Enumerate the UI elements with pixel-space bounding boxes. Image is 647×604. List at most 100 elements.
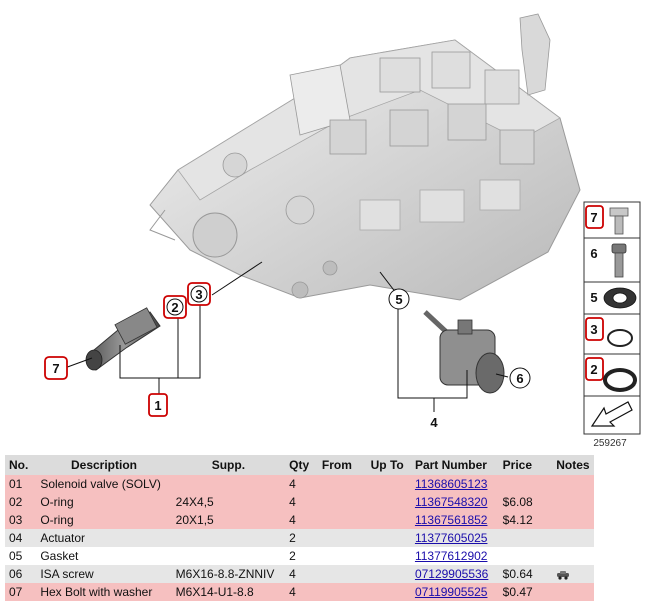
figure-number: 259267 bbox=[593, 438, 627, 449]
cell-description: Gasket bbox=[36, 547, 172, 565]
part-number-link[interactable]: 11377605025 bbox=[414, 531, 488, 545]
callout-4[interactable]: 4 bbox=[430, 415, 438, 430]
gasket-icon bbox=[603, 287, 637, 309]
cell-qty: 2 bbox=[285, 547, 318, 565]
cell-supp: 24X4,5 bbox=[171, 493, 286, 511]
svg-text:7: 7 bbox=[590, 210, 597, 225]
solenoid-valve-illustration bbox=[85, 307, 161, 371]
part-number-link[interactable]: 07119905525 bbox=[414, 585, 488, 599]
cell-qty: 4 bbox=[285, 511, 318, 529]
svg-text:5: 5 bbox=[590, 290, 597, 305]
cell-price bbox=[498, 529, 553, 547]
cell-from bbox=[317, 475, 367, 493]
cell-notes bbox=[552, 493, 594, 511]
cell-upto bbox=[366, 547, 411, 565]
part-number-link[interactable]: 11368605123 bbox=[414, 477, 488, 491]
cell-supp bbox=[171, 475, 286, 493]
cell-part-number: 11377612902 bbox=[410, 547, 499, 565]
part-number-link[interactable]: 07129905536 bbox=[414, 567, 489, 581]
callout-7[interactable]: 7 bbox=[44, 356, 68, 380]
legend-item-7[interactable]: 7 bbox=[585, 205, 629, 235]
cell-notes bbox=[552, 565, 594, 583]
cell-upto bbox=[366, 529, 411, 547]
cell-upto bbox=[366, 511, 411, 529]
svg-text:1: 1 bbox=[154, 398, 161, 413]
cell-qty: 4 bbox=[285, 583, 318, 601]
cell-no: 05 bbox=[5, 547, 37, 565]
col-part-number: Part Number bbox=[410, 455, 499, 475]
cell-no: 04 bbox=[5, 529, 37, 547]
svg-text:7: 7 bbox=[52, 361, 59, 376]
cell-part-number: 11368605123 bbox=[410, 475, 499, 493]
cell-supp: M6X14-U1-8.8 bbox=[171, 583, 286, 601]
cell-supp bbox=[171, 547, 286, 565]
cell-description: O-ring bbox=[36, 493, 172, 511]
col-description: Description bbox=[36, 455, 172, 475]
svg-text:6: 6 bbox=[590, 246, 597, 261]
svg-text:6: 6 bbox=[516, 371, 523, 386]
cell-part-number: 07119905525 bbox=[410, 583, 499, 601]
svg-text:2: 2 bbox=[171, 300, 178, 315]
actuator-illustration bbox=[423, 310, 505, 394]
part-number-link[interactable]: 11367548320 bbox=[414, 495, 488, 509]
cell-supp: 20X1,5 bbox=[171, 511, 286, 529]
cell-no: 02 bbox=[5, 493, 37, 511]
cell-part-number: 07129905536 bbox=[410, 565, 499, 583]
cell-notes bbox=[552, 583, 594, 601]
col-notes: Notes bbox=[552, 455, 594, 475]
cell-upto bbox=[366, 475, 411, 493]
cell-upto bbox=[366, 583, 411, 601]
cell-from bbox=[317, 565, 367, 583]
part-number-link[interactable]: 11367561852 bbox=[414, 513, 488, 527]
cell-from bbox=[317, 547, 367, 565]
legend-item-2[interactable]: 2 bbox=[585, 357, 637, 392]
cell-upto bbox=[366, 565, 411, 583]
car-info-icon[interactable] bbox=[556, 570, 570, 580]
cell-description: O-ring bbox=[36, 511, 172, 529]
callout-3[interactable]: 3 bbox=[187, 282, 211, 306]
svg-text:3: 3 bbox=[195, 287, 202, 302]
cell-price: $4.12 bbox=[498, 511, 553, 529]
svg-text:4: 4 bbox=[430, 415, 438, 430]
cell-from bbox=[317, 583, 367, 601]
cell-from bbox=[317, 529, 367, 547]
cell-upto bbox=[366, 493, 411, 511]
cell-description: Solenoid valve (SOLV) bbox=[36, 475, 172, 493]
callout-1[interactable]: 1 bbox=[148, 393, 168, 417]
cell-from bbox=[317, 511, 367, 529]
cell-from bbox=[317, 493, 367, 511]
cell-part-number: 11367561852 bbox=[410, 511, 499, 529]
svg-text:3: 3 bbox=[590, 322, 597, 337]
legend-item-3[interactable]: 3 bbox=[585, 317, 633, 347]
legend-item-5[interactable]: 5 bbox=[590, 287, 637, 309]
cell-no: 01 bbox=[5, 475, 37, 493]
o-ring-large-icon bbox=[603, 368, 637, 392]
col-no: No. bbox=[5, 455, 37, 475]
cell-no: 06 bbox=[5, 565, 37, 583]
isa-screw-icon bbox=[611, 243, 627, 278]
cell-part-number: 11367548320 bbox=[410, 493, 499, 511]
col-price: Price bbox=[498, 455, 553, 475]
cell-qty: 4 bbox=[285, 493, 318, 511]
legend-item-6[interactable]: 6 bbox=[590, 243, 627, 278]
cell-description: ISA screw bbox=[36, 565, 172, 583]
cell-notes bbox=[552, 547, 594, 565]
cell-notes bbox=[552, 511, 594, 529]
col-upto: Up To bbox=[366, 455, 411, 475]
callout-6[interactable]: 6 bbox=[509, 367, 531, 389]
cell-supp bbox=[171, 529, 286, 547]
svg-text:5: 5 bbox=[395, 292, 402, 307]
cell-notes bbox=[552, 475, 594, 493]
callout-2[interactable]: 2 bbox=[163, 295, 187, 319]
cell-qty: 4 bbox=[285, 475, 318, 493]
cell-no: 03 bbox=[5, 511, 37, 529]
callout-5[interactable]: 5 bbox=[388, 288, 410, 310]
cell-notes bbox=[552, 529, 594, 547]
cell-qty: 4 bbox=[285, 565, 318, 583]
part-number-link[interactable]: 11377612902 bbox=[414, 549, 488, 563]
